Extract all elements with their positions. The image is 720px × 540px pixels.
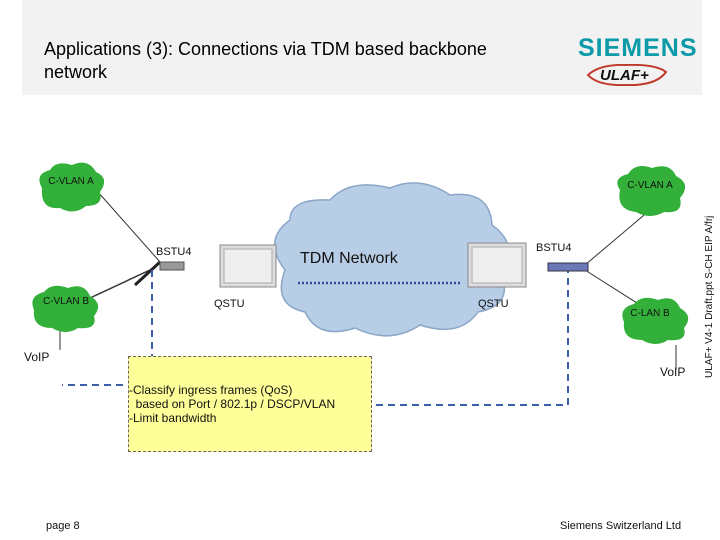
cvlan-b-left-label: C-VLAN B (42, 296, 90, 307)
product-logo-text: ULAF+ (600, 67, 649, 84)
company-name: Siemens Switzerland Ltd (560, 520, 682, 532)
cvlan-a-right-label: C-VLAN A (627, 180, 673, 191)
bstu4-left-device (159, 261, 185, 271)
tdm-network-label: TDM Network (300, 250, 398, 267)
dashed-path-right (376, 270, 569, 406)
siemens-logo: SIEMENS (578, 34, 698, 62)
cvlan-a-left-label: C-VLAN A (48, 176, 94, 187)
ulaf-logo-icon (586, 64, 668, 86)
note-line: based on Port / 802.1p / DSCP/VLAN (129, 397, 336, 411)
side-document-label: ULAF+ V4-1 Draft.ppt S-CH EIP A/frj (704, 215, 715, 378)
voip-left-label: VoIP (24, 350, 50, 364)
note-line: -Classify ingress frames (QoS) (129, 383, 293, 397)
clan-b-right-label: C-LAN B (630, 308, 670, 319)
bstu4-left-label: BSTU4 (156, 246, 192, 258)
bstu4-right-device (547, 262, 589, 272)
link-cvlan-a-left (97, 191, 161, 263)
qstu-left-label: QSTU (214, 298, 245, 310)
qstu-right-label: QSTU (478, 298, 509, 310)
cvlan-b-left-cloud (32, 285, 99, 332)
clan-b-right-cloud (622, 297, 689, 344)
page-number: page 8 (46, 520, 80, 532)
voip-right-label: VoIP (660, 365, 686, 379)
black-cable-left (133, 260, 162, 287)
page-title: Applications (3): Connections via TDM ba… (44, 39, 487, 82)
bstu4-right-label: BSTU4 (536, 242, 572, 254)
cvlan-a-left-cloud (39, 162, 105, 212)
note-line: -Limit bandwidth (129, 411, 217, 425)
cvlan-a-right-cloud (617, 166, 686, 216)
link-cvlan-a-right (584, 209, 651, 266)
header-bar (22, 0, 702, 95)
qos-note-box: -Classify ingress frames (QoS) based on … (128, 356, 372, 452)
